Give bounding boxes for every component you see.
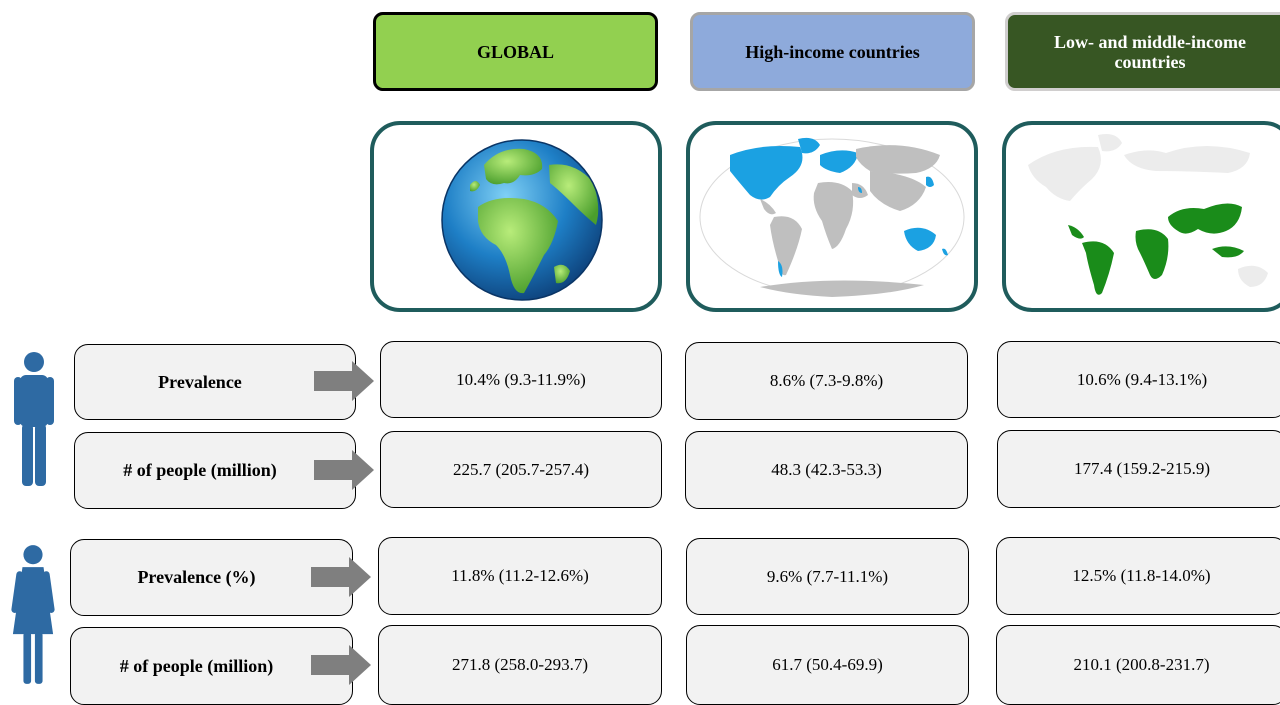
row-label-text: # of people (million) [123, 460, 277, 480]
cell-high-female-prevalence: 9.6% (7.7-11.1%) [686, 538, 969, 615]
cell-value: 225.7 (205.7-257.4) [453, 459, 589, 479]
header-high-income-label: High-income countries [745, 41, 920, 62]
row-label-text: # of people (million) [119, 655, 274, 676]
cell-global-female-prevalence: 11.8% (11.2-12.6%) [378, 537, 662, 615]
low-middle-income-map-box [1002, 121, 1280, 312]
arrow-right-icon [314, 450, 374, 490]
cell-low-male-prevalence: 10.6% (9.4-13.1%) [997, 341, 1280, 418]
globe-image-box [370, 121, 662, 312]
row-label-text: Prevalence [158, 371, 242, 392]
header-global-label: GLOBAL [476, 41, 555, 62]
cell-value: 177.4 (159.2-215.9) [1074, 459, 1210, 478]
cell-value: 10.4% (9.3-11.9%) [456, 369, 586, 389]
row-label-male-prevalence: Prevalence [74, 344, 356, 420]
high-income-map-box [686, 121, 978, 312]
header-low-middle-income-label: Low- and middle-income countries [1053, 31, 1246, 72]
globe-image [441, 139, 603, 301]
cell-global-female-count: 271.8 (258.0-293.7) [378, 625, 662, 705]
header-high-income: High-income countries [690, 12, 975, 91]
cell-value: 48.3 (42.3-53.3) [771, 460, 882, 479]
cell-high-male-count: 48.3 (42.3-53.3) [685, 431, 968, 509]
cell-global-male-count: 225.7 (205.7-257.4) [380, 431, 662, 508]
row-label-female-count: # of people (million) [70, 627, 353, 705]
cell-value: 12.5% (11.8-14.0%) [1072, 566, 1211, 585]
arrow-right-icon [311, 645, 371, 685]
cell-high-male-prevalence: 8.6% (7.3-9.8%) [685, 342, 968, 420]
header-global: GLOBAL [373, 12, 658, 91]
cell-global-male-prevalence: 10.4% (9.3-11.9%) [380, 341, 662, 418]
arrow-right-icon [314, 361, 374, 401]
cell-value: 210.1 (200.8-231.7) [1073, 655, 1210, 674]
cell-value: 271.8 (258.0-293.7) [452, 655, 588, 674]
cell-low-female-prevalence: 12.5% (11.8-14.0%) [996, 537, 1280, 615]
header-low-middle-income: Low- and middle-income countries [1005, 12, 1280, 91]
cell-low-female-count: 210.1 (200.8-231.7) [996, 625, 1280, 705]
low-middle-income-world-map [1028, 134, 1268, 295]
cell-value: 61.7 (50.4-69.9) [772, 655, 883, 674]
arrow-right-icon [311, 557, 371, 597]
cell-value: 8.6% (7.3-9.8%) [769, 371, 884, 390]
cell-value: 11.8% (11.2-12.6%) [451, 566, 589, 585]
cell-low-male-count: 177.4 (159.2-215.9) [997, 430, 1280, 508]
cell-value: 10.6% (9.4-13.1%) [1076, 369, 1208, 389]
row-label-text: Prevalence (%) [137, 567, 256, 587]
cell-value: 9.6% (7.7-11.1%) [766, 566, 889, 586]
male-person-icon [14, 352, 54, 486]
cell-high-female-count: 61.7 (50.4-69.9) [686, 625, 969, 705]
female-person-icon [11, 545, 55, 684]
high-income-world-map [699, 137, 965, 297]
row-label-female-prevalence: Prevalence (%) [70, 539, 353, 616]
